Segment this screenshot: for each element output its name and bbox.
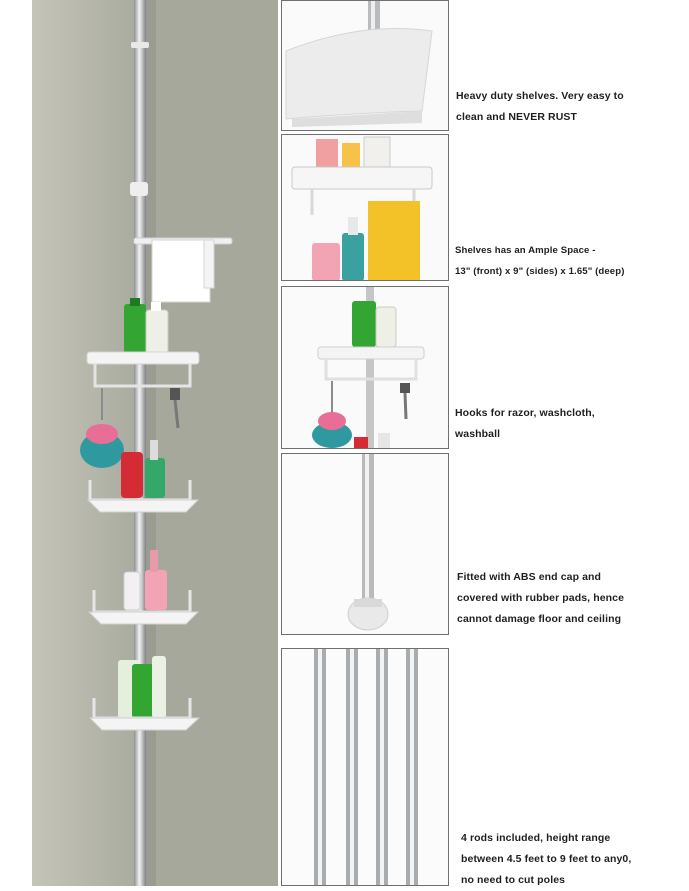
caption-rods: 4 rods included, height range between 4.…: [461, 832, 632, 886]
towel: [151, 239, 211, 303]
bottle-red: [121, 452, 143, 498]
shelf-3: [87, 611, 200, 625]
corner-shelf-illustration: [0, 0, 278, 886]
right-wall: [142, 0, 278, 886]
detail-ample-space: [281, 134, 449, 281]
detail-shelf-top: [281, 0, 449, 131]
bottle-green: [124, 304, 146, 354]
detail-rods: [281, 648, 449, 886]
shelf-2: [86, 499, 200, 513]
rod-1: [314, 649, 326, 885]
rod-2: [346, 649, 358, 885]
shelf-1: [86, 351, 200, 365]
shelf-4: [88, 717, 201, 731]
caption-ample-space: Shelves has an Ample Space - 13" (front)…: [455, 245, 625, 277]
bottle-pink: [145, 570, 167, 610]
rod-3: [376, 649, 388, 885]
bottle-green-2: [132, 664, 156, 718]
caption-heavy-duty: Heavy duty shelves. Very easy to clean a…: [456, 90, 624, 123]
detail-hooks: [281, 286, 449, 449]
rod-4: [406, 649, 418, 885]
towel-yellow: [368, 201, 420, 280]
caption-hooks: Hooks for razor, washcloth, washball: [455, 407, 595, 440]
detail-end-cap: [281, 453, 449, 635]
tension-pole: [134, 0, 146, 886]
caption-fitted: Fitted with ABS end cap and covered with…: [457, 571, 625, 625]
product-photo: [0, 0, 278, 886]
